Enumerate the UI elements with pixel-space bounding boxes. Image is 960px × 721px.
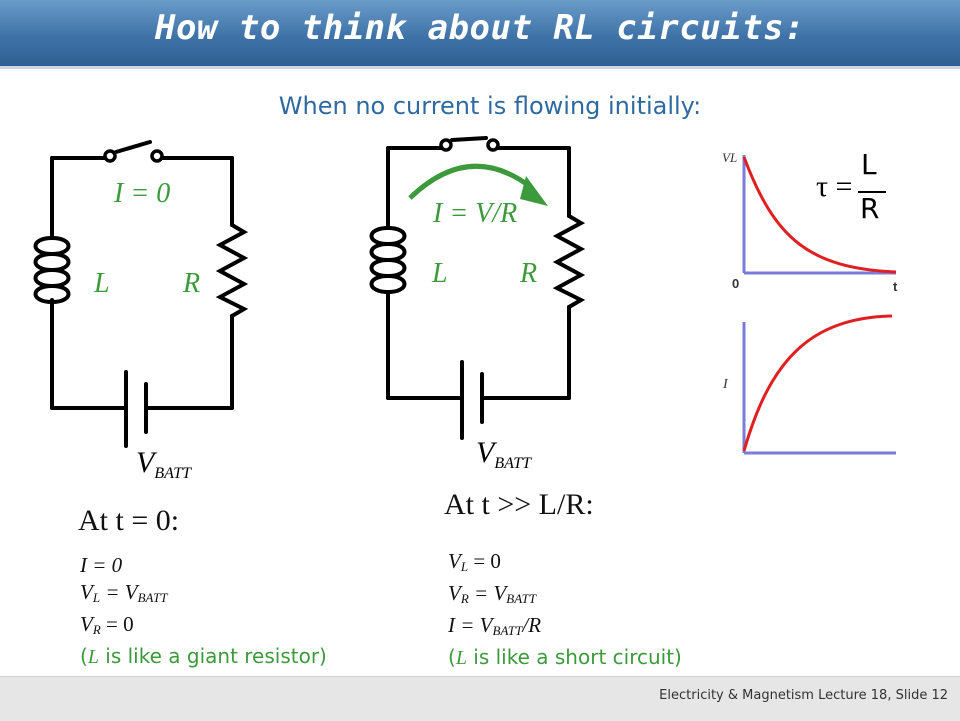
equations-left: I = 0 VL = VBATT VR = 0 (L is like a gia… <box>80 552 327 671</box>
battery-label-right-main: V <box>476 436 495 469</box>
inductor-label-left: L <box>94 268 110 299</box>
eq-right-1-main: V <box>448 549 461 573</box>
eq-right-3-main: I = V <box>448 613 493 637</box>
eq-right-2-sub2: BATT <box>506 591 537 606</box>
eq-left-2-main: V <box>80 580 93 604</box>
note-left-text: is like a giant resistor) <box>98 644 327 668</box>
eq-right-2-eq: = V <box>468 581 507 605</box>
note-right-text: is like a short circuit) <box>466 645 682 669</box>
equations-right: VL = 0 VR = VBATT I = VBATT/R (L is like… <box>448 548 682 672</box>
resistor-label-left: R <box>183 268 201 299</box>
switch-terminal-right <box>150 149 164 163</box>
subtitle: When no current is flowing initially: <box>278 92 702 120</box>
eq-left-2-eq: = V <box>100 580 138 604</box>
resistor-zigzag <box>215 223 249 318</box>
tau-numerator: L <box>861 148 877 181</box>
switch-terminal-left <box>103 149 117 163</box>
battery-label-left-sub: BATT <box>154 465 192 482</box>
heading-left: At t = 0: <box>78 504 180 537</box>
battery-label-right: VBATT <box>476 436 531 473</box>
graph-bottom <box>742 314 896 455</box>
vl-decay-curve <box>742 156 897 274</box>
inductor-label-right: L <box>432 258 448 289</box>
eq-right-2: VR = VBATT <box>448 580 682 612</box>
eq-left-2-sub2: BATT <box>137 590 168 605</box>
eq-right-3-eq: /R <box>522 613 542 637</box>
eq-left-3-sub: R <box>92 622 101 637</box>
note-right-var: L <box>455 647 467 669</box>
eq-left-1: I = 0 <box>80 553 123 577</box>
eq-right-3: I = VBATT/R <box>448 612 682 644</box>
eq-right-3-sub: BATT <box>492 623 523 638</box>
eq-right-1: VL = 0 <box>448 548 682 580</box>
eq-right-2-main: V <box>448 581 461 605</box>
current-growth-curve <box>742 314 893 452</box>
graph-top-xlabel: t <box>893 279 898 294</box>
current-label-left: I = 0 <box>114 178 171 209</box>
battery-label-left-main: V <box>136 446 155 479</box>
switch-arm-2 <box>450 136 488 142</box>
eq-left-3-eq: = 0 <box>100 612 134 636</box>
graph-top <box>742 155 897 275</box>
current-arrow <box>408 163 534 200</box>
eq-left-3: VR = 0 <box>80 611 327 643</box>
eq-right-2-sub: R <box>460 591 469 606</box>
tau-denominator: R <box>860 192 880 225</box>
switch-terminal-right-2 <box>486 138 500 152</box>
note-left: (L is like a giant resistor) <box>80 643 327 671</box>
eq-left-2: VL = VBATT <box>80 579 327 611</box>
graph-top-ylabel: VL <box>722 150 738 165</box>
current-label-right: I = V/R <box>433 198 518 229</box>
graph-bottom-ylabel: I <box>723 377 728 392</box>
tau-lhs: τ = <box>816 170 853 203</box>
resistor-zigzag-2 <box>552 214 586 309</box>
eq-right-1-sub: L <box>460 559 469 574</box>
battery-label-right-sub: BATT <box>494 455 532 472</box>
footer-bar <box>0 676 960 721</box>
footer-text: Electricity & Magnetism Lecture 18, Slid… <box>659 688 948 703</box>
title-bar <box>0 0 960 69</box>
heading-right: At t >> L/R: <box>444 488 594 521</box>
eq-left-3-main: V <box>80 612 93 636</box>
note-left-open: ( <box>80 644 88 668</box>
note-right: (L is like a short circuit) <box>448 644 682 672</box>
switch-arm <box>114 140 152 154</box>
inductor-coil <box>33 236 71 305</box>
current-arrow-head <box>520 176 548 206</box>
note-right-open: ( <box>448 645 456 669</box>
eq-left-2-sub: L <box>92 590 101 605</box>
page-title: How to think about RL circuits: <box>154 8 806 48</box>
note-left-var: L <box>87 646 99 668</box>
inductor-coil-2 <box>369 226 407 295</box>
resistor-label-right: R <box>520 258 538 289</box>
eq-right-1-eq: = 0 <box>468 549 501 573</box>
graph-top-origin: 0 <box>732 276 740 291</box>
battery-label-left: VBATT <box>136 446 191 483</box>
switch-terminal-left-2 <box>439 138 453 152</box>
